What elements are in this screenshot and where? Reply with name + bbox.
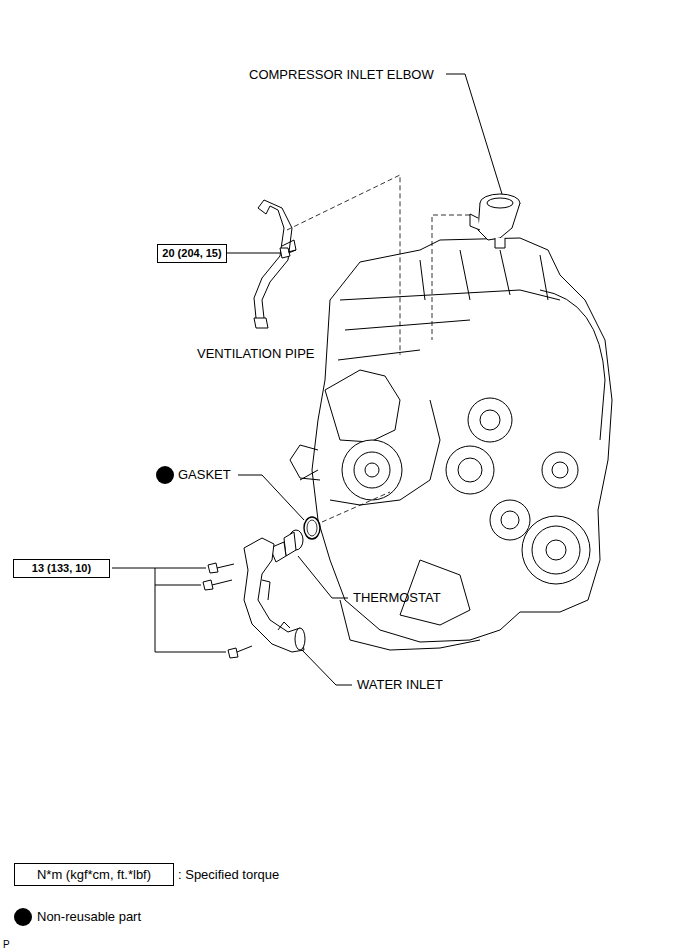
legend-text: : Specified torque [178, 867, 279, 882]
non-reusable-marks [14, 466, 174, 926]
torque-legend-box: N*m (kgf*cm, ft.*lbf) [14, 863, 174, 886]
bolts [203, 563, 252, 658]
part-name: COMPRESSOR INLET ELBOW [249, 67, 434, 82]
page-mark: P [3, 937, 10, 952]
part-name: WATER INLET [357, 677, 443, 692]
part-name: GASKET [178, 467, 231, 482]
torque-value: 13 (133, 10) [32, 562, 91, 575]
part-name: VENTILATION PIPE [197, 346, 315, 361]
compressor-inlet-elbow [470, 194, 520, 248]
engine-illustration [290, 238, 612, 650]
torque-value: 20 (204, 15) [162, 247, 221, 260]
bolt [280, 248, 296, 258]
gasket [304, 517, 320, 539]
torque-value: N*m (kgf*cm, ft.*lbf) [37, 868, 151, 881]
torque-box: 20 (204, 15) [157, 244, 227, 263]
ventilation-pipe [254, 200, 296, 328]
thermostat [270, 530, 303, 562]
legend-text: Non-reusable part [37, 909, 141, 924]
water-inlet [244, 538, 305, 652]
torque-box: 13 (133, 10) [13, 559, 110, 578]
leader-lines [112, 74, 502, 685]
part-name: THERMOSTAT [353, 590, 441, 605]
